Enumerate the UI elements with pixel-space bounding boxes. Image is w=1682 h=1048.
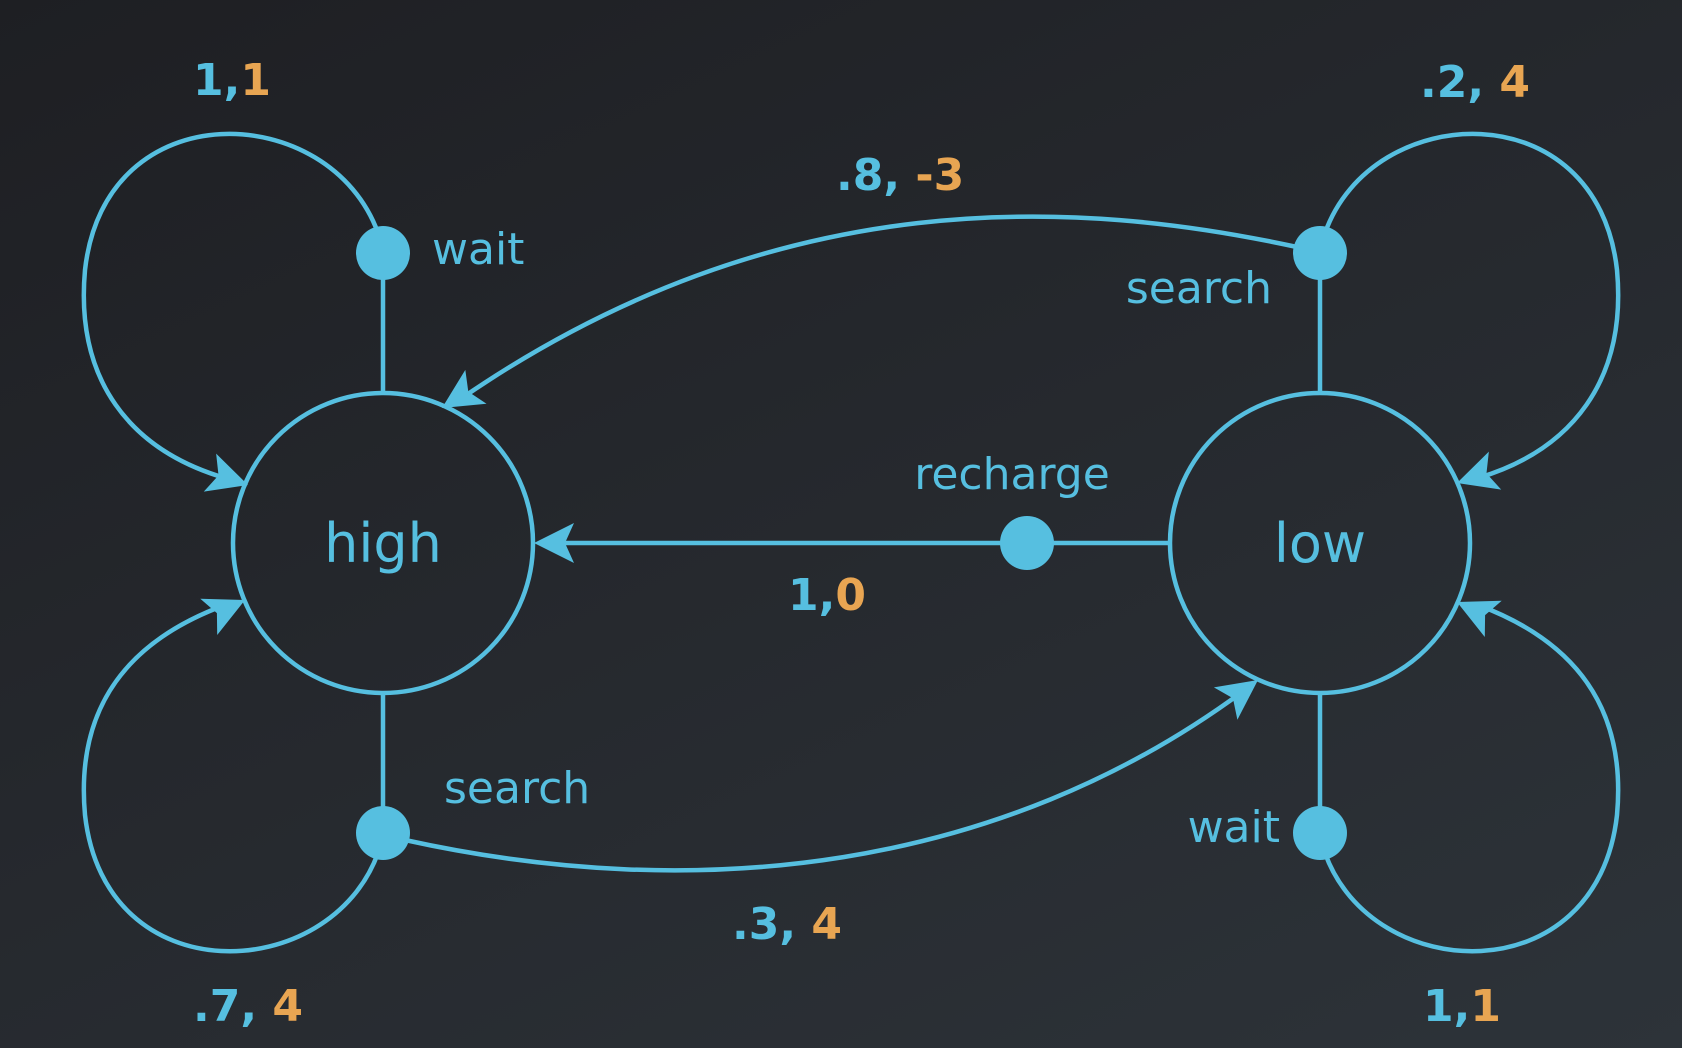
edge-label-low-search-self: .2, 4 (1420, 57, 1530, 108)
high-search-to-low-edge (404, 690, 1244, 873)
arrowhead (1457, 600, 1502, 638)
arrowhead (200, 598, 245, 636)
arrowhead (1457, 451, 1502, 490)
action-node-high-wait (356, 226, 410, 280)
low-search-to-high-edge (460, 214, 1298, 400)
arrowhead (534, 523, 574, 563)
arrowhead (442, 369, 487, 408)
action-label-high-search: search (444, 763, 590, 814)
edge-label-high-search-low: .3, 4 (732, 899, 842, 950)
arrowhead (203, 453, 248, 492)
edge-label-high-search-self: .7, 4 (193, 981, 303, 1032)
low-search-self-loop (1322, 131, 1621, 481)
state-low-label: low (1274, 512, 1366, 575)
action-label-low-search: search (1126, 263, 1272, 314)
edge-label-low-search-high: .8, -3 (836, 150, 964, 201)
high-search-self-loop (81, 602, 381, 954)
state-high-label: high (324, 512, 442, 575)
action-label-low-wait: wait (1188, 802, 1280, 853)
action-label-low-recharge: recharge (914, 449, 1110, 500)
edge-label-high-wait-self: 1,1 (193, 55, 271, 106)
action-node-low-recharge (1000, 516, 1054, 570)
edge-label-low-recharge-high: 1,0 (788, 570, 866, 621)
action-node-low-wait (1293, 806, 1347, 860)
high-wait-self-loop (81, 131, 381, 481)
action-label-high-wait: wait (432, 224, 524, 275)
edge-label-low-wait-self: 1,1 (1423, 981, 1501, 1032)
action-node-high-search (356, 806, 410, 860)
arrowhead (1213, 680, 1258, 720)
action-node-low-search (1293, 226, 1347, 280)
low-wait-self-loop (1322, 602, 1621, 954)
